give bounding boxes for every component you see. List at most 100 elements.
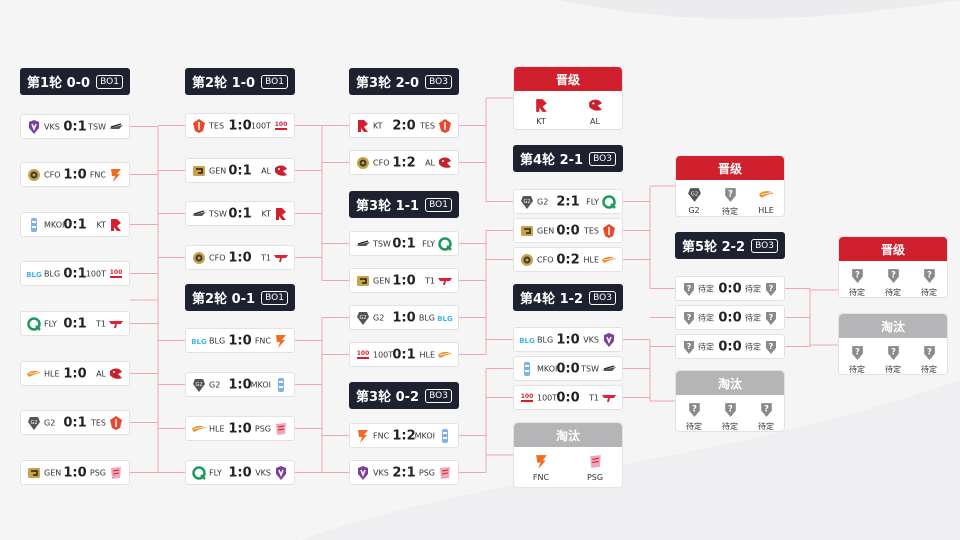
- box-title: 晋级: [839, 237, 947, 261]
- team-b-name: T1: [589, 393, 599, 402]
- team-slot-label: 待定: [921, 288, 937, 297]
- team-b-name: TSW: [88, 122, 106, 131]
- team-a-name: G2: [44, 418, 56, 427]
- team-a-name: 待定: [698, 284, 714, 293]
- bo-badge: BO3: [589, 290, 616, 305]
- gray-shield-question-icon: ?: [851, 269, 863, 283]
- team-slot: ?待定: [885, 267, 902, 298]
- team-b-name: AL: [96, 369, 106, 378]
- blue-totem-icon: [31, 217, 37, 232]
- gray-shield-question-icon: ?: [684, 311, 694, 325]
- team-slot-label: 待定: [686, 422, 702, 431]
- gold-gen-icon: [193, 165, 205, 176]
- team-b-name: T1: [96, 319, 106, 328]
- team-a-name: 待定: [698, 342, 714, 351]
- team-slot: ?待定: [849, 267, 866, 298]
- orange-wing-icon: [192, 425, 206, 432]
- match-score: 0:1: [63, 266, 87, 281]
- team-a-name: CFO: [209, 253, 226, 262]
- team-a-name: TES: [209, 121, 225, 130]
- gold-ring-icon: [521, 253, 533, 266]
- match-score: 0:0: [556, 361, 580, 376]
- red-t1-icon: [602, 394, 616, 402]
- team-a-name: GEN: [373, 276, 391, 285]
- team-slot: PSG: [587, 453, 604, 482]
- orange-fnc-icon: [358, 429, 368, 443]
- gray-samurai-icon: G2: [193, 378, 205, 392]
- box-title: 晋级: [514, 67, 622, 91]
- eagle-wing-icon: [356, 239, 370, 246]
- svg-text:BLG: BLG: [437, 315, 453, 323]
- svg-text:?: ?: [728, 190, 733, 200]
- match-score: 1:0: [63, 366, 87, 381]
- team-slot: ?待定: [921, 344, 938, 375]
- svg-text:?: ?: [687, 284, 692, 293]
- gray-samurai-icon: G2: [687, 188, 701, 202]
- match-score: 1:0: [228, 118, 252, 133]
- team-a-name: MKOI: [44, 220, 65, 229]
- eliminated-box-e3: 淘汰?待定?待定?待定: [838, 313, 948, 375]
- team-slot: ?待定: [921, 267, 938, 298]
- team-b-name: TSW: [581, 364, 599, 373]
- team-slot-label: 待定: [849, 365, 865, 374]
- team-slot-label: G2: [688, 206, 700, 215]
- gold-ring-icon: [357, 156, 369, 169]
- team-b-name: FNC: [89, 170, 106, 179]
- team-a-name: TSW: [373, 239, 391, 248]
- gray-shield-question-icon: ?: [760, 403, 772, 417]
- svg-text:G2: G2: [359, 315, 366, 321]
- team-slot: ?待定: [885, 344, 902, 375]
- orange-fnc-icon: [535, 455, 547, 469]
- red-dragon-icon: [588, 99, 602, 111]
- purple-shield-icon: [358, 465, 368, 480]
- svg-text:BLG: BLG: [519, 337, 535, 345]
- team-slot-label: 待定: [921, 365, 937, 374]
- green-q-icon: [602, 194, 616, 209]
- eliminated-box-e2: 淘汰?待定?待定?待定: [675, 370, 785, 432]
- red-dragon-icon: [439, 156, 451, 168]
- gray-shield-question-icon: ?: [724, 188, 736, 202]
- purple-shield-icon: [29, 119, 39, 134]
- match-score: 0:0: [556, 390, 580, 405]
- match-score: 0:1: [63, 119, 87, 134]
- pink-psg-icon: [276, 422, 286, 435]
- gray-shield-question-icon: ?: [887, 269, 899, 283]
- team-b-name: KT: [96, 220, 106, 229]
- team-b-name: PSG: [418, 468, 435, 477]
